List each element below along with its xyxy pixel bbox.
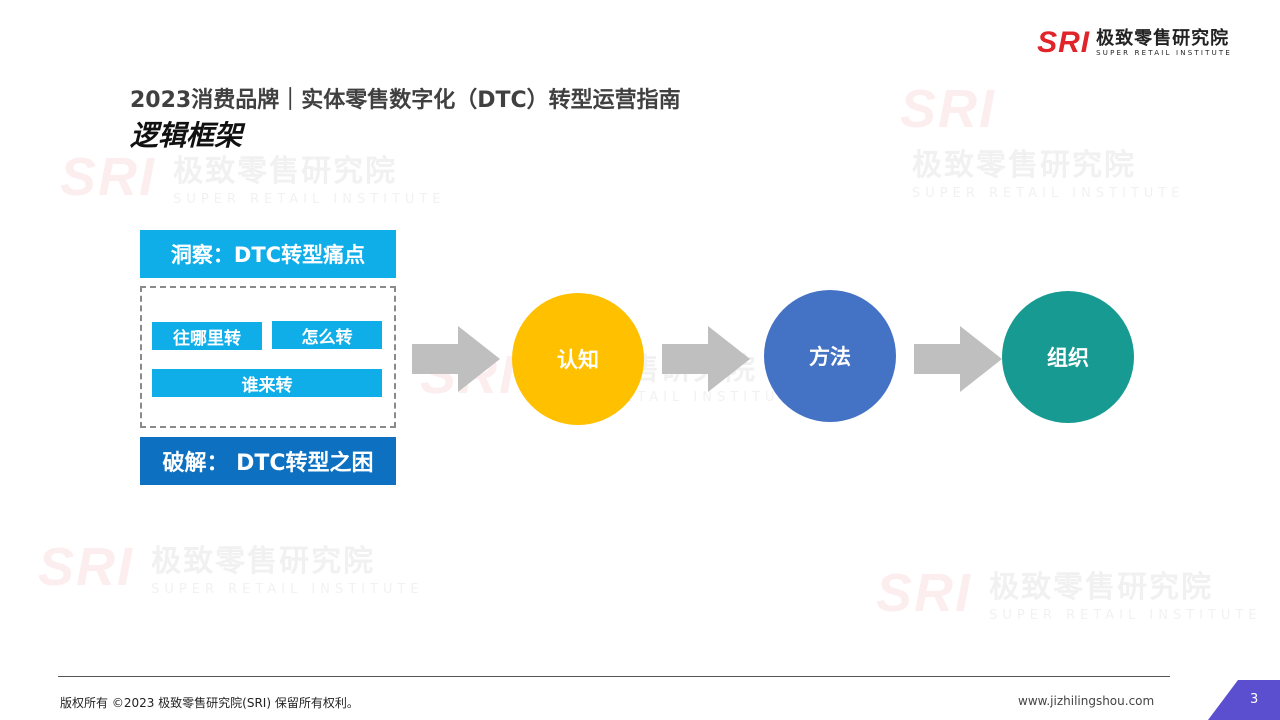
logo-mark: SRI [1037,26,1091,59]
watermark-logo-mark: SRI [38,537,135,597]
arrow-icon [662,326,750,392]
chip-how-to-transform: 怎么转 [272,321,382,349]
watermark-logo-mark: SRI [876,563,973,623]
copyright-text: 版权所有 ©2023 极致零售研究院(SRI) 保留所有权利。 [60,696,359,710]
watermark-logo-mark: SRI [60,147,157,207]
logo-english-name: SUPER RETAIL INSTITUTE [1096,48,1232,57]
arrow-icon [412,326,500,392]
page-number: 3 [1250,692,1259,707]
step-cognition: 认知 [512,293,644,425]
footer-divider [58,676,1170,677]
page-corner-decoration [1208,680,1280,720]
step-organization: 组织 [1002,291,1134,423]
insight-bar: 洞察：DTC转型痛点 [140,230,396,278]
page-title: 2023消费品牌｜实体零售数字化（DTC）转型运营指南 [130,88,681,113]
arrow-icon [914,326,1002,392]
watermark-logo-mark: SRI [900,79,997,139]
chip-where-to-transform: 往哪里转 [152,322,262,350]
brand-logo: SRI 极致零售研究院 SUPER RETAIL INSTITUTE [1037,28,1232,58]
website-link[interactable]: www.jizhilingshou.com [1018,694,1155,708]
section-title: 逻辑框架 [130,119,243,152]
pain-points-box [140,286,396,428]
step-method: 方法 [764,290,896,422]
solve-bar: 破解： DTC转型之困 [140,437,396,485]
logo-chinese-name: 极致零售研究院 [1096,27,1230,49]
chip-who-transforms: 谁来转 [152,369,382,397]
